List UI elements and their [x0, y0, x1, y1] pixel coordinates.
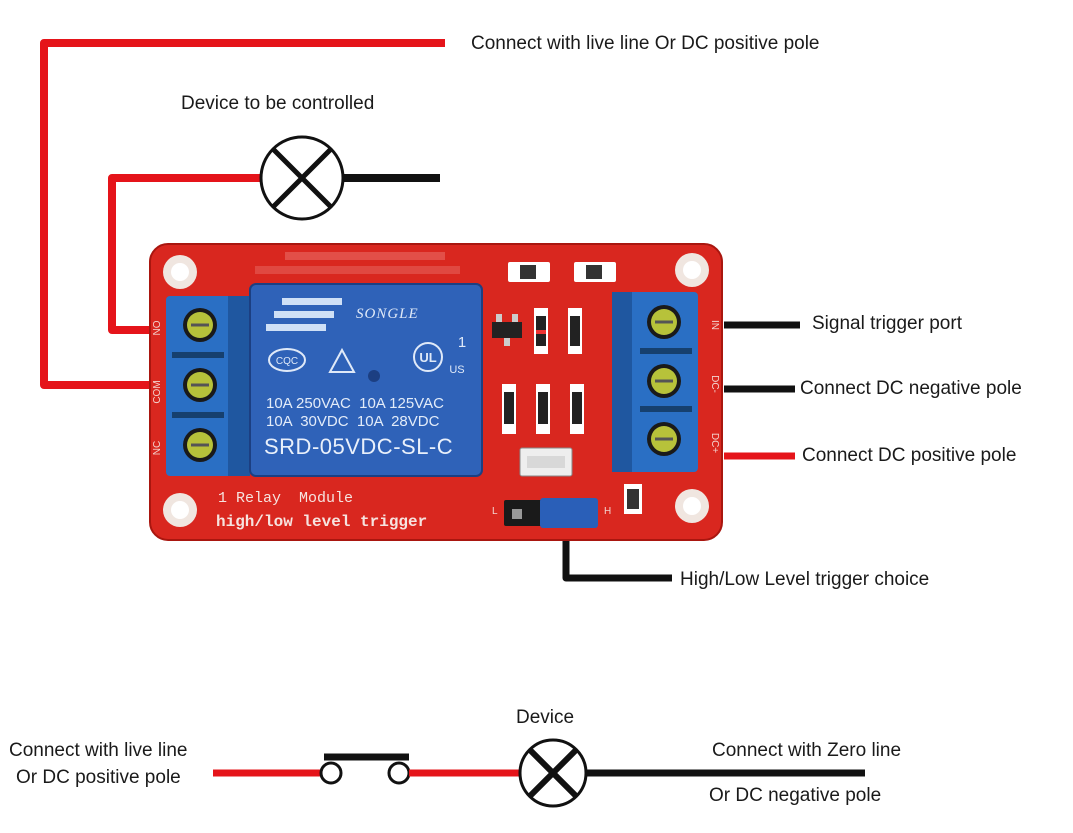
- resistor-icon: [568, 308, 582, 354]
- ul-mark-icon: UL US 1: [413, 334, 466, 376]
- screw-terminal-dc-negative: [647, 364, 681, 398]
- screw-terminal-nc: [183, 428, 217, 462]
- silk-trigger-type: high/low level trigger: [216, 513, 427, 531]
- screw-terminal-com: [183, 368, 217, 402]
- silk-module-name: 1 Relay Module: [218, 490, 353, 507]
- label-live-bottom-1: Connect with live line: [9, 740, 188, 761]
- label-device-bottom: Device: [516, 707, 575, 728]
- svg-text:UL: UL: [419, 350, 436, 365]
- label-level-choice: High/Low Level trigger choice: [680, 569, 930, 590]
- svg-text:1: 1: [458, 334, 466, 351]
- relay-pin-dot: [368, 370, 380, 382]
- label-zero-line-2: Or DC negative pole: [709, 785, 882, 806]
- svg-text:US: US: [449, 364, 464, 376]
- label-device-controlled: Device to be controlled: [181, 93, 375, 114]
- diode-icon: [534, 308, 548, 354]
- led-indicator-icon: [508, 262, 550, 282]
- transistor-icon: [492, 314, 522, 346]
- led-indicator-icon: [574, 262, 616, 282]
- mounting-hole: [675, 489, 709, 523]
- pin-label-com: COM: [152, 380, 163, 403]
- input-terminal-block: [612, 292, 698, 472]
- relay-brand: SONGLE: [356, 306, 419, 322]
- mounting-hole: [163, 255, 197, 289]
- led-indicator-icon: [624, 484, 642, 514]
- jumper-label-l: L: [492, 506, 498, 517]
- label-dc-negative: Connect DC negative pole: [800, 378, 1022, 399]
- label-live-line-top: Connect with live line Or DC positive po…: [471, 33, 820, 54]
- pin-label-nc: NC: [152, 441, 163, 455]
- relay-rating-1: 10A 250VAC 10A 125VAC: [266, 395, 444, 412]
- label-signal-trigger: Signal trigger port: [812, 313, 962, 334]
- switch-icon: [319, 753, 411, 785]
- svg-text:CQC: CQC: [276, 356, 298, 367]
- relay-rating-2: 10A 30VDC 10A 28VDC: [266, 413, 440, 430]
- screw-terminal-dc-positive: [647, 422, 681, 456]
- optocoupler-icon: [519, 447, 573, 477]
- screw-terminal-in: [647, 305, 681, 339]
- resistor-icon: [570, 384, 584, 434]
- jumper-label-h: H: [604, 506, 611, 517]
- warning-triangle-icon: [328, 347, 356, 373]
- label-dc-positive: Connect DC positive pole: [802, 445, 1017, 466]
- level-jumper[interactable]: [504, 498, 598, 528]
- pin-label-dc-minus: DC-: [709, 375, 720, 393]
- relay-model: SRD-05VDC-SL-C: [264, 434, 453, 459]
- label-zero-line-1: Connect with Zero line: [712, 740, 902, 761]
- cqc-mark-icon: CQC: [268, 348, 306, 372]
- relay-module-board: NO COM NC SONGLE CQC UL US: [149, 243, 723, 541]
- screw-terminal-no: [183, 308, 217, 342]
- lamp-icon: [518, 738, 588, 808]
- songle-logo-icon: [266, 298, 342, 331]
- lamp-icon: [259, 135, 345, 221]
- resistor-icon: [502, 384, 516, 434]
- output-terminal-block: [166, 296, 250, 476]
- pin-label-dc-plus: DC+: [709, 433, 720, 453]
- live-wire-top: [40, 39, 445, 389]
- bottom-schematic: [213, 738, 865, 808]
- relay-component: SONGLE CQC UL US 1 10A 250VAC 10A 125VAC…: [249, 283, 483, 477]
- pin-label-in: IN: [709, 320, 720, 330]
- mounting-hole: [163, 493, 197, 527]
- mounting-hole: [675, 253, 709, 287]
- label-live-bottom-2: Or DC positive pole: [16, 767, 181, 788]
- pin-label-no: NO: [152, 320, 163, 335]
- resistor-icon: [536, 384, 550, 434]
- device-wire-red: [108, 174, 262, 334]
